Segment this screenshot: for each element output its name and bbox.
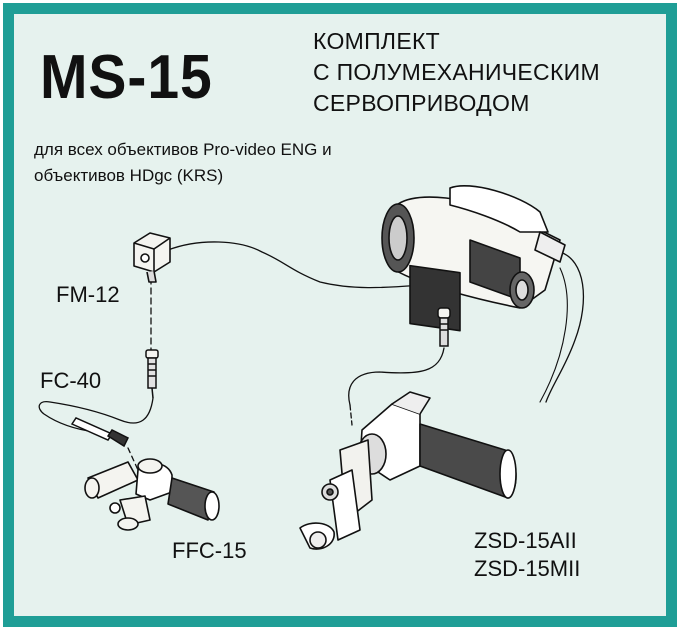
lens-loop-cable-2	[539, 267, 568, 403]
heading-line-3: СЕРВОПРИВОДОМ	[313, 90, 530, 116]
fm12-label: FM-12	[56, 282, 120, 307]
lens-zsd-cable	[348, 347, 445, 406]
compatibility-note: для всех объективов Pro-video ENG и объе…	[34, 137, 332, 189]
zsd-dashed-link	[349, 404, 353, 426]
fm12-unit	[133, 232, 171, 283]
fc40-label: FC-40	[40, 368, 102, 393]
fc40-connector	[145, 349, 159, 399]
zsd-connector	[437, 307, 451, 347]
heading-line-2: С ПОЛУМЕХАНИЧЕСКИМ	[313, 59, 600, 85]
compatibility-line-1: для всех объективов Pro-video ENG и	[34, 140, 332, 159]
zsd15-controller	[299, 391, 517, 550]
ffc15-dashed-link	[127, 447, 139, 471]
camera-lens	[381, 184, 566, 332]
product-heading: КОМПЛЕКТ С ПОЛУМЕХАНИЧЕСКИМ СЕРВОПРИВОДО…	[313, 26, 600, 119]
heading-line-1: КОМПЛЕКТ	[313, 28, 441, 54]
zsd15m-label: ZSD-15MII	[474, 556, 581, 581]
fc40-plug	[70, 417, 130, 448]
fc40-cable	[38, 397, 154, 433]
zsd-labels: ZSD-15AII ZSD-15MII	[474, 527, 580, 583]
fm12-lens-cable	[167, 241, 441, 289]
zsd15a-label: ZSD-15AII	[474, 528, 577, 553]
product-model-title: MS-15	[40, 43, 213, 112]
lens-loop-cable	[545, 251, 585, 403]
compatibility-line-2: объективов HDgc (KRS)	[34, 166, 224, 185]
ffc15-label: FFC-15	[172, 538, 247, 563]
ffc15-controller	[84, 458, 220, 531]
